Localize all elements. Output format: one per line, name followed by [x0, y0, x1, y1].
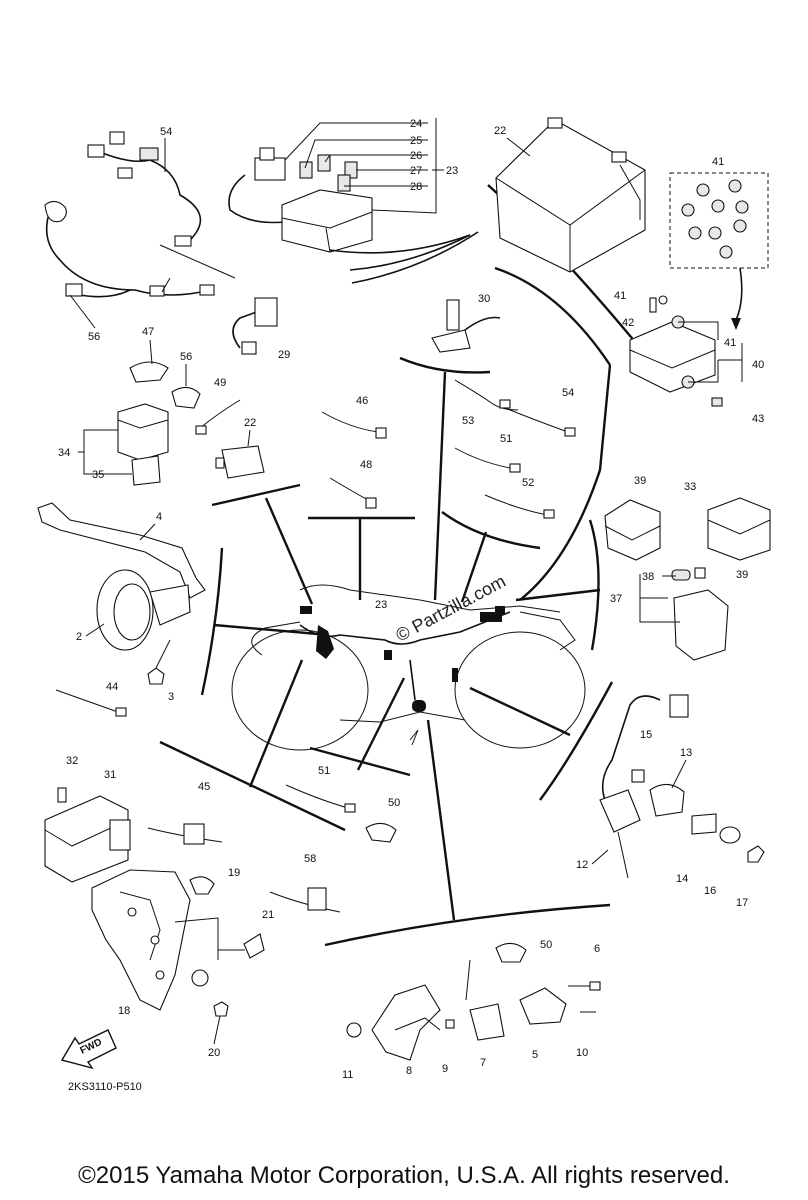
- callout-47: 46: [356, 395, 368, 407]
- callout-57: 54: [160, 126, 172, 138]
- battery: [495, 117, 646, 273]
- callout-45: 44: [106, 681, 118, 693]
- callout-6: 7: [480, 1057, 486, 1069]
- callout-32: 32: [66, 755, 78, 767]
- fwd-arrow-icon: [60, 1029, 117, 1070]
- callout-26: 26: [410, 150, 422, 162]
- callout-5: 6: [594, 943, 600, 955]
- callout-8: 9: [442, 1063, 448, 1075]
- callout-59: 56: [88, 331, 100, 343]
- callout-42: 41: [614, 290, 626, 302]
- callout-17: 18: [118, 1005, 130, 1017]
- callout-12: 13: [680, 747, 692, 759]
- callout-55: 53: [462, 415, 474, 427]
- callout-54: 52: [522, 477, 534, 489]
- callout-20: 21: [262, 909, 274, 921]
- callout-13: 14: [676, 873, 688, 885]
- clip-45-head: [115, 707, 127, 717]
- callout-34: 34: [58, 447, 70, 459]
- callout-52: 51: [318, 765, 330, 777]
- callout-44: 43: [752, 413, 764, 425]
- connector-29: [232, 297, 278, 355]
- callout-18: 19: [228, 867, 240, 879]
- callout-30: 30: [478, 293, 490, 305]
- callout-7: 8: [406, 1065, 412, 1077]
- callout-3: 4: [156, 511, 162, 523]
- callout-22: 22: [494, 125, 506, 137]
- callout-38: 39: [736, 569, 748, 581]
- horn-assembly: [37, 502, 206, 685]
- callout-29: 29: [278, 349, 290, 361]
- callout-24: 24: [410, 118, 422, 130]
- callout-35: 35: [92, 469, 104, 481]
- parts-kit-41: [669, 172, 769, 330]
- callout-27: 27: [410, 165, 422, 177]
- callout-1: 2: [76, 631, 82, 643]
- callout-49: 48: [360, 459, 372, 471]
- callout-25: 25: [410, 135, 422, 147]
- sub-harness-57-59: [44, 131, 236, 298]
- bracket-assembly-17: [91, 869, 265, 1017]
- wire-clips-lower: [147, 784, 397, 913]
- rectifier-31: [44, 787, 131, 883]
- callout-31: 31: [104, 769, 116, 781]
- copyright-notice: ©2015 Yamaha Motor Corporation, U.S.A. A…: [78, 1162, 730, 1189]
- callout-51: 50: [388, 797, 400, 809]
- callout-43: 42: [622, 317, 634, 329]
- diagram-code: 2KS3110-P510: [68, 1081, 142, 1093]
- callout-28: 28: [410, 181, 422, 193]
- relays-left: [117, 361, 265, 486]
- callout-46: 45: [198, 781, 210, 793]
- motorcycle-silhouette: [231, 584, 586, 751]
- main-wire-harness: [299, 606, 511, 712]
- callout-41b: 41: [724, 337, 736, 349]
- ground-bolt-30: [431, 299, 501, 353]
- callout-37: 38: [642, 571, 654, 583]
- callout-58: 56: [180, 351, 192, 363]
- callout-53: 51: [500, 433, 512, 445]
- fuse-box-assembly: [228, 118, 479, 284]
- callout-48: 47: [142, 326, 154, 338]
- wire-clips-right: [454, 379, 576, 519]
- callout-2: 3: [168, 691, 174, 703]
- callout-50: 49: [214, 377, 226, 389]
- callout-23-group: 23: [446, 165, 458, 177]
- callout-21: 22: [244, 417, 256, 429]
- control-unit-40: [629, 295, 743, 407]
- callout-10: 11: [342, 1069, 353, 1081]
- switch-assembly-lower: [346, 942, 601, 1061]
- region-leader-lines: [159, 184, 651, 947]
- callout-16: 17: [736, 897, 748, 909]
- callout-15: 16: [704, 885, 716, 897]
- callout-19: 20: [208, 1047, 220, 1059]
- callout-56: 54: [562, 387, 574, 399]
- callout-39: 39: [634, 475, 646, 487]
- callout-label: 23: [375, 599, 387, 611]
- callout-60: 58: [304, 853, 316, 865]
- callout-9: 10: [576, 1047, 588, 1059]
- callout-51b: 50: [540, 939, 552, 951]
- callout-14: 15: [640, 729, 652, 741]
- callout-4: 5: [532, 1049, 538, 1061]
- wire-clips-center: [321, 411, 387, 509]
- callout-36: 37: [610, 593, 622, 605]
- clip-45: [55, 689, 119, 713]
- relays-right: [604, 497, 771, 661]
- callout-11: 12: [576, 859, 588, 871]
- sensor-assembly: [599, 694, 765, 879]
- callout-33: 33: [684, 481, 696, 493]
- callout-41: 41: [712, 156, 724, 168]
- callout-40: 40: [752, 359, 764, 371]
